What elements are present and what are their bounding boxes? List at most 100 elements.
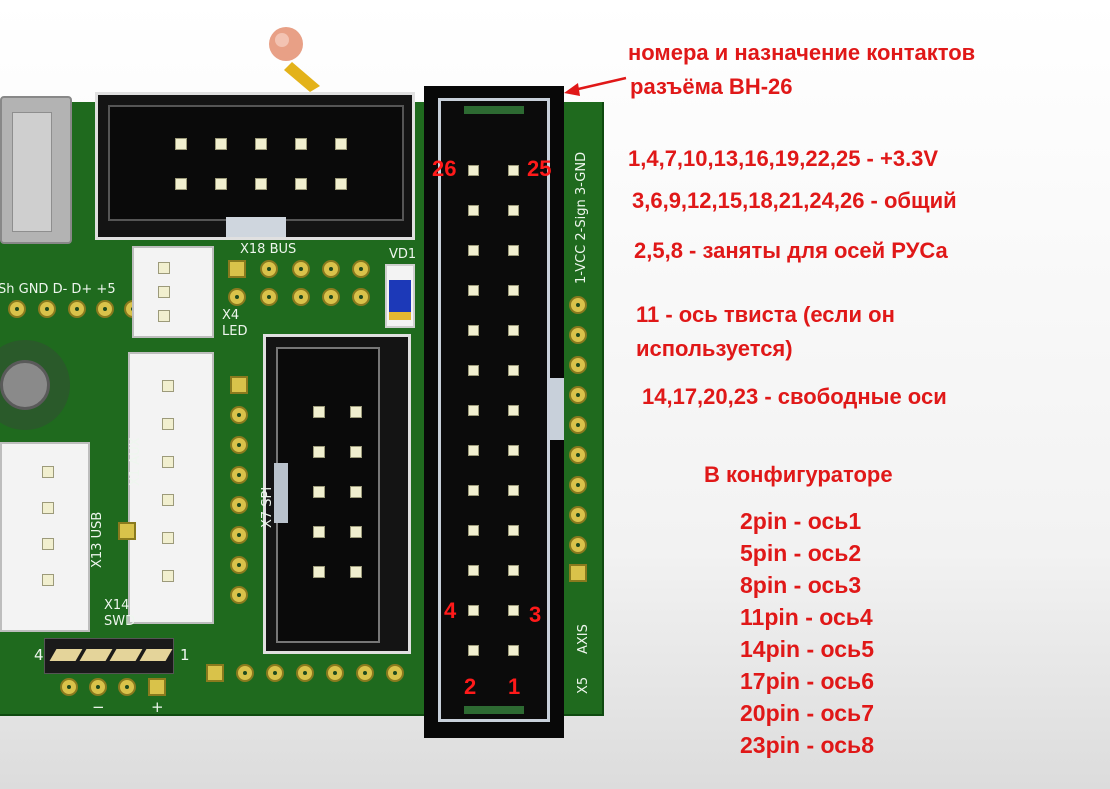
silk-vd1: VD1 xyxy=(389,247,417,262)
x1-pad xyxy=(230,496,248,514)
power-pad xyxy=(118,678,136,696)
pin-number-2: 2 xyxy=(464,674,477,699)
pointer-arrow-icon xyxy=(564,76,627,96)
bh26-pin xyxy=(508,565,519,576)
annotation-pins-rus: 2,5,8 - заняты для осей РУСа xyxy=(634,238,948,263)
x1-pad xyxy=(230,376,248,394)
silk-swd: SWD xyxy=(104,614,136,629)
bh26-pin xyxy=(468,525,479,536)
bh26-pin xyxy=(508,405,519,416)
x18-pin xyxy=(295,178,307,190)
bh26-pin xyxy=(468,285,479,296)
x18-pin xyxy=(175,178,187,190)
annotation-pin-twist-line1: 11 - ось твиста (если он xyxy=(636,302,895,327)
x18-pad xyxy=(322,260,340,278)
bh26-pin xyxy=(468,165,479,176)
bh26-pin xyxy=(508,365,519,376)
x5-pad xyxy=(569,356,587,374)
x7-pin xyxy=(350,526,362,538)
bh26-pin xyxy=(508,485,519,496)
x5-pad xyxy=(569,564,587,582)
x5-pad xyxy=(569,326,587,344)
bh26-pin xyxy=(468,645,479,656)
x7-pad xyxy=(356,664,374,682)
x5-pad xyxy=(569,536,587,554)
x7-spi-connector xyxy=(263,334,411,654)
config-list-item: 20pin - ось7 xyxy=(740,700,874,726)
usb-pad xyxy=(38,300,56,318)
x1-pad xyxy=(230,556,248,574)
x5-pad xyxy=(569,386,587,404)
x7-pad xyxy=(296,664,314,682)
x1-pad xyxy=(230,436,248,454)
bh26-pin xyxy=(508,445,519,456)
x18-pad xyxy=(260,260,278,278)
config-list-item: 23pin - ось8 xyxy=(740,732,874,758)
mounting-hole xyxy=(0,340,70,430)
x18-pin xyxy=(175,138,187,150)
x7-pad xyxy=(326,664,344,682)
usb-pad xyxy=(8,300,26,318)
x5-pad xyxy=(569,476,587,494)
x7-pad xyxy=(236,664,254,682)
silk-minus: − xyxy=(92,698,105,716)
power-pad xyxy=(60,678,78,696)
silk-swd-1: 1 xyxy=(180,646,190,664)
annotation-config-heading: В конфигураторе xyxy=(704,462,893,487)
bh26-pin xyxy=(508,285,519,296)
bh26-pin xyxy=(468,365,479,376)
power-pad xyxy=(148,678,166,696)
pin-number-25: 25 xyxy=(527,156,552,181)
bh26-connector xyxy=(424,86,564,738)
silk-x5-axis: AXIS xyxy=(576,624,591,654)
x5-pad xyxy=(569,296,587,314)
annotation-pins-free: 14,17,20,23 - свободные оси xyxy=(642,384,947,409)
bh26-pin xyxy=(508,205,519,216)
usb-connector xyxy=(0,96,72,244)
x18-pad xyxy=(260,288,278,306)
silk-x14: X14 xyxy=(104,598,130,613)
x18-pin xyxy=(215,178,227,190)
x18-pad xyxy=(352,260,370,278)
x7-pin xyxy=(313,406,325,418)
bh26-pin xyxy=(468,325,479,336)
silk-x13-usb: X13 USB xyxy=(90,511,105,568)
usb-pad xyxy=(68,300,86,318)
x7-pin xyxy=(313,486,325,498)
x18-pad xyxy=(292,260,310,278)
x7-pin xyxy=(313,526,325,538)
x7-pin xyxy=(350,486,362,498)
x18-pad xyxy=(292,288,310,306)
silk-plus: + xyxy=(151,698,164,716)
x13-usb-connector xyxy=(0,442,90,632)
silk-usb-pins: Sh GND D- D+ +5 xyxy=(0,282,116,297)
silk-led: LED xyxy=(222,324,248,339)
config-list-item: 8pin - ось3 xyxy=(740,572,862,598)
x18-bus-connector xyxy=(95,92,415,240)
x1-pad xyxy=(230,586,248,604)
bh26-pin xyxy=(508,325,519,336)
config-list-item: 17pin - ось6 xyxy=(740,668,874,694)
x1-aux-connector xyxy=(128,352,214,624)
x14-swd-header xyxy=(44,638,174,674)
silk-x5: X5 xyxy=(576,676,591,694)
pushpin-icon xyxy=(269,27,320,92)
pin-number-3: 3 xyxy=(529,602,542,627)
x1-pad xyxy=(230,466,248,484)
x5-pad xyxy=(569,506,587,524)
annotation-title-line1: номера и назначение контактов xyxy=(628,40,976,65)
pin-number-4: 4 xyxy=(444,598,457,623)
x13-pad xyxy=(118,522,136,540)
x18-pad xyxy=(228,288,246,306)
silk-swd-4: 4 xyxy=(34,646,44,664)
x1-pad xyxy=(230,526,248,544)
x18-pad xyxy=(322,288,340,306)
bh26-pin xyxy=(468,445,479,456)
annotation-pin-twist-line2: используется) xyxy=(636,336,793,361)
x7-pin xyxy=(350,406,362,418)
bh26-pin xyxy=(468,605,479,616)
config-list-item: 11pin - ось4 xyxy=(740,604,873,630)
config-list-item: 2pin - ось1 xyxy=(740,508,862,534)
bh26-pin xyxy=(468,205,479,216)
x7-pad xyxy=(206,664,224,682)
